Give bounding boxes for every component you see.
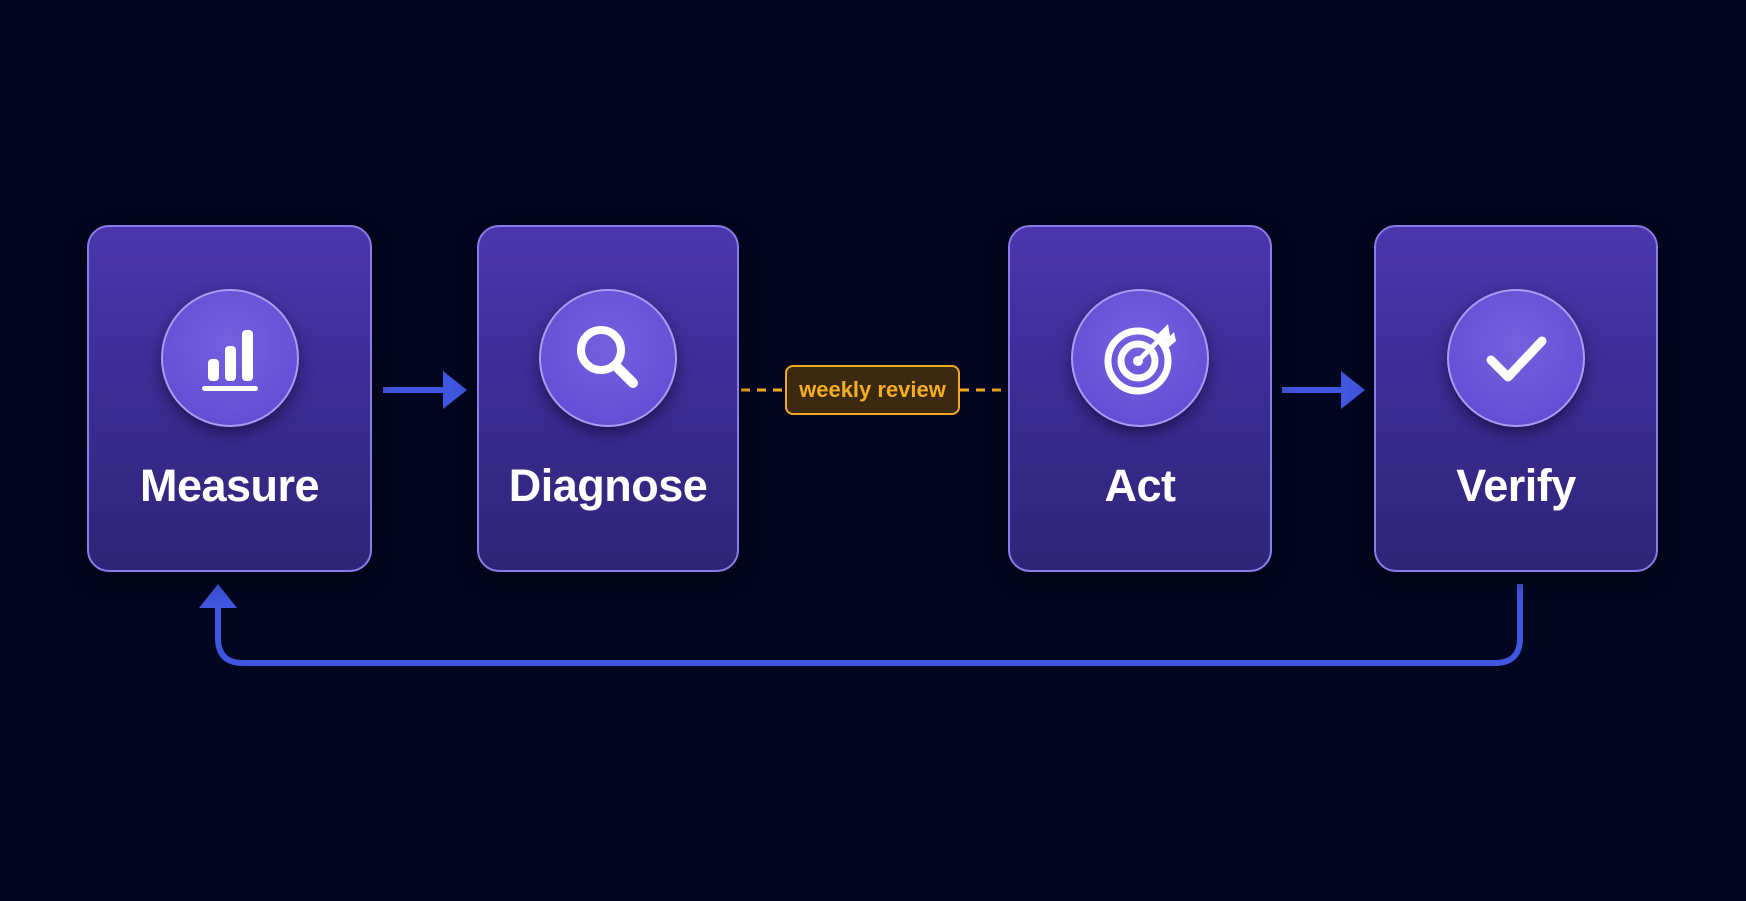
arrow-act-to-verify — [1282, 371, 1365, 409]
step-card-measure: Measure — [87, 225, 372, 572]
step-card-diagnose: Diagnose — [477, 225, 739, 572]
step-label: Measure — [139, 460, 320, 511]
step-card-verify: Verify — [1374, 225, 1658, 572]
checkmark-icon — [1447, 289, 1585, 427]
weekly-review-badge: weekly review — [785, 365, 960, 415]
bar-chart-icon — [160, 289, 299, 427]
loop-back-arrow — [199, 584, 1523, 666]
target-icon — [1071, 289, 1209, 427]
arrow-measure-to-diagnose — [383, 371, 467, 409]
step-label: Act — [1104, 460, 1176, 511]
magnifier-icon — [539, 289, 677, 427]
step-card-act: Act — [1008, 225, 1272, 572]
step-label: Verify — [1456, 460, 1576, 511]
step-label: Diagnose — [508, 460, 708, 511]
